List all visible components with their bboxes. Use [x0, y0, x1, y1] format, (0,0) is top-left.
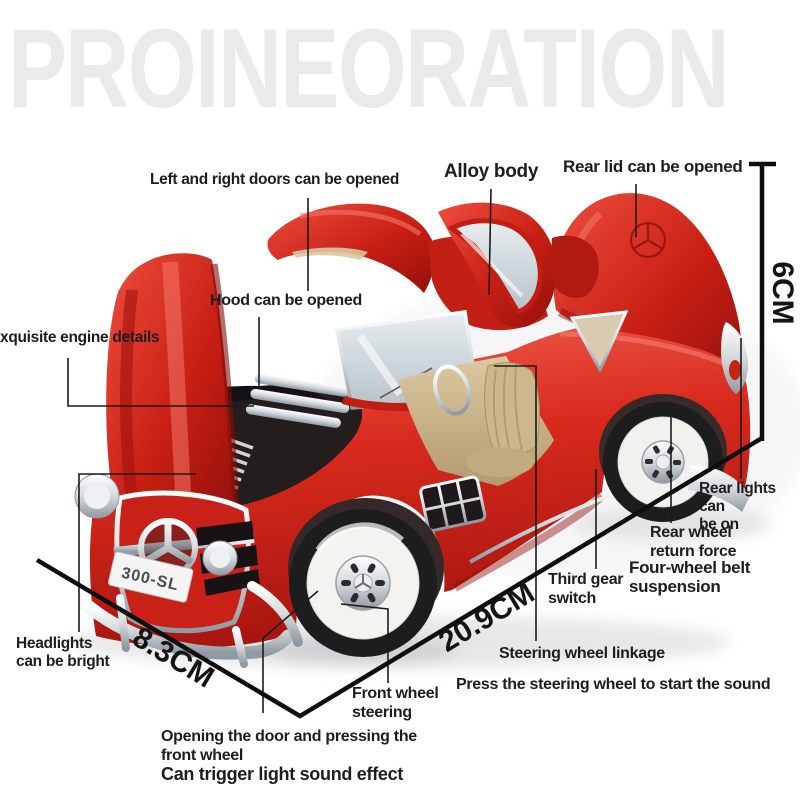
label-light-sound-effect: Can trigger light sound effect: [161, 764, 404, 784]
label-headlights-bright: Headlights can be bright: [16, 635, 110, 670]
label-doors-openable: Left and right doors can be opened: [150, 171, 400, 188]
label-rear-lid-openable: Rear lid can be opened: [563, 157, 743, 176]
label-rear-wheel-return: Rear wheel return force: [650, 524, 737, 560]
label-hood-openable: Hood can be opened: [210, 292, 362, 309]
label-engine-details: xquisite engine details: [0, 329, 160, 346]
interior-seat: [466, 362, 540, 477]
watermark-text: PROINEORATION: [8, 6, 730, 131]
hood-panel: [106, 253, 240, 524]
engine-chrome-pipes: [245, 373, 350, 428]
label-four-wheel-suspension: Four-wheel belt suspension: [629, 558, 751, 596]
side-vents: [419, 475, 487, 532]
leader-steering-linkage: [494, 365, 537, 641]
front-wheel: [288, 498, 444, 657]
steering-wheel: [433, 364, 471, 416]
label-alloy-body: Alloy body: [444, 161, 539, 182]
leader-front-wheel: [340, 603, 389, 683]
headlight-left: [74, 473, 120, 519]
leader-door-press: [262, 590, 319, 713]
right-gullwing-door: [438, 202, 557, 328]
left-gullwing-door: [267, 203, 435, 293]
rear-bumper: [688, 465, 750, 512]
mercedes-star-icon: [629, 221, 667, 259]
mercedes-star-icon: [138, 518, 198, 578]
label-rear-lights-on: Rear lights can be on: [699, 480, 776, 533]
headlight-right: [202, 540, 238, 576]
label-front-wheel-steering: Front wheel steering: [352, 685, 439, 721]
license-plate: 300-SL: [107, 551, 194, 603]
dimension-line-length-width: [35, 436, 764, 719]
door-hinge: [550, 235, 599, 298]
quarter-window: [569, 310, 629, 374]
front-bumper: [81, 581, 303, 668]
door-window: [447, 218, 543, 315]
dimension-height: 6CM: [766, 261, 799, 325]
cabin-interior: [398, 356, 554, 486]
car-body: [89, 328, 751, 648]
label-press-steering-sound: Press the steering wheel to start the so…: [456, 676, 771, 693]
label-steering-linkage: Steering wheel linkage: [499, 645, 665, 662]
label-third-gear-switch: Third gear switch: [548, 571, 624, 607]
leader-engine: [67, 358, 254, 407]
leader-headlights: [78, 473, 196, 632]
leader-alloy-body: [488, 188, 492, 296]
label-door-press-trigger: Opening the door and pressing the front …: [161, 728, 417, 764]
